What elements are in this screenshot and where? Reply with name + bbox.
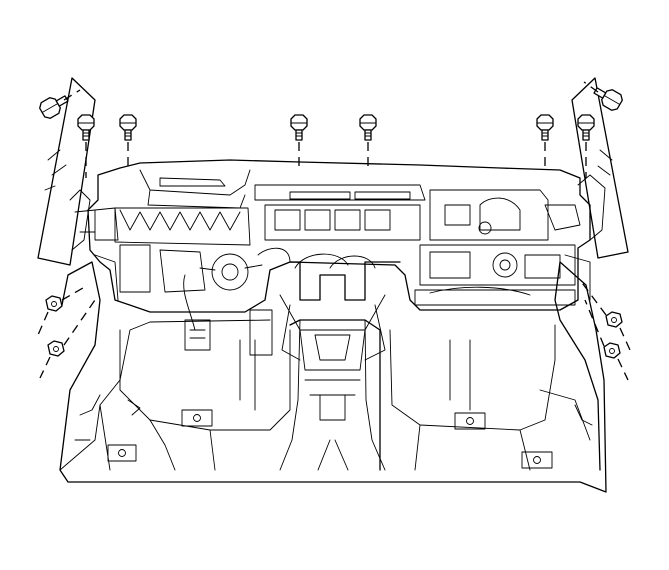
floor-pad-rear-right [521, 451, 553, 469]
nut-right-upper [579, 279, 631, 351]
bolt-top-4 [359, 114, 377, 168]
bolt-side-right [583, 81, 623, 111]
instrument-panel-carrier [74, 159, 591, 371]
side-panels [37, 77, 629, 266]
floor-carpet [59, 261, 607, 493]
bolt-top-2 [119, 114, 137, 168]
floor-pad-rear-left [107, 444, 137, 462]
floor-pad-left [181, 409, 213, 427]
floor-pad-right [454, 412, 486, 430]
bolt-top-3 [290, 114, 308, 168]
nut-left-lower [39, 299, 96, 379]
bolt-top-5 [536, 114, 554, 170]
bolt-top-6 [577, 114, 595, 178]
nut-left-upper [37, 284, 89, 336]
bolt-top-1 [77, 114, 95, 178]
bolt-side-left [39, 89, 81, 119]
nut-right-lower [584, 299, 629, 381]
